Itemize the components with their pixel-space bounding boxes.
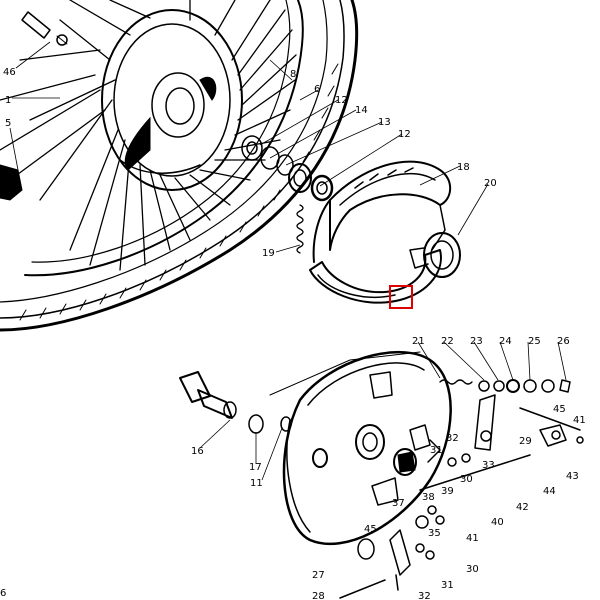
valve-part <box>21 11 68 46</box>
callout-18: 18 <box>457 162 470 173</box>
callout-40: 40 <box>491 517 504 528</box>
callout-30-lower: 30 <box>466 564 479 575</box>
callout-21: 21 <box>412 336 425 347</box>
callout-28: 28 <box>312 591 325 600</box>
callout-42: 42 <box>516 502 529 513</box>
callout-13: 13 <box>378 117 391 128</box>
callout-14: 14 <box>355 105 368 116</box>
callout-5: 5 <box>5 118 11 129</box>
callout-20: 20 <box>484 178 497 189</box>
axle-bearings <box>241 135 334 202</box>
tire <box>0 0 359 332</box>
callout-30: 30 <box>460 474 473 485</box>
callout-12-lower: 12 <box>398 129 411 140</box>
callout-35: 35 <box>428 528 441 539</box>
callout-6: 6 <box>314 84 320 95</box>
callout-26: 26 <box>557 336 570 347</box>
callout-16: 16 <box>191 446 204 457</box>
wheel-assembly <box>0 0 359 332</box>
callout-46: 46 <box>3 67 16 78</box>
callout-37: 37 <box>392 498 405 509</box>
cam-lever-assembly <box>339 379 584 599</box>
callout-25: 25 <box>528 336 541 347</box>
callout-6-edge: 6 <box>0 588 6 599</box>
callout-39: 39 <box>441 486 454 497</box>
callout-33: 33 <box>482 460 495 471</box>
callout-24: 24 <box>499 336 512 347</box>
callout-41-lower: 41 <box>466 533 479 544</box>
callout-43: 43 <box>566 471 579 482</box>
callout-19: 19 <box>262 248 275 259</box>
callout-32-lower: 32 <box>418 591 431 600</box>
callout-31-lower: 31 <box>441 580 454 591</box>
callout-labels: 46 1 5 8 6 12 14 13 12 18 20 19 21 22 23… <box>0 67 586 600</box>
callout-17: 17 <box>249 462 262 473</box>
leader-lines <box>9 41 567 481</box>
callout-41-right: 41 <box>573 415 586 426</box>
spring <box>296 204 304 254</box>
brake-panel <box>269 351 452 546</box>
brake-shoes <box>296 160 461 304</box>
axle-spacer <box>179 371 292 434</box>
callout-29: 29 <box>519 436 532 447</box>
callout-44: 44 <box>543 486 556 497</box>
callout-38: 38 <box>422 492 435 503</box>
tire-tread <box>19 63 339 321</box>
callout-45-lower: 45 <box>364 524 377 535</box>
callout-27: 27 <box>312 570 325 581</box>
callout-12-upper: 12 <box>335 95 348 106</box>
callout-31: 31 <box>430 445 443 456</box>
callout-22: 22 <box>441 336 454 347</box>
callout-11: 11 <box>250 478 263 489</box>
callout-45-right: 45 <box>553 404 566 415</box>
callout-23: 23 <box>470 336 483 347</box>
callout-1: 1 <box>5 95 11 106</box>
hub <box>101 9 243 191</box>
callout-8: 8 <box>290 69 296 80</box>
highlight-box <box>389 285 413 309</box>
callout-32: 32 <box>446 433 459 444</box>
spokes <box>0 0 297 271</box>
